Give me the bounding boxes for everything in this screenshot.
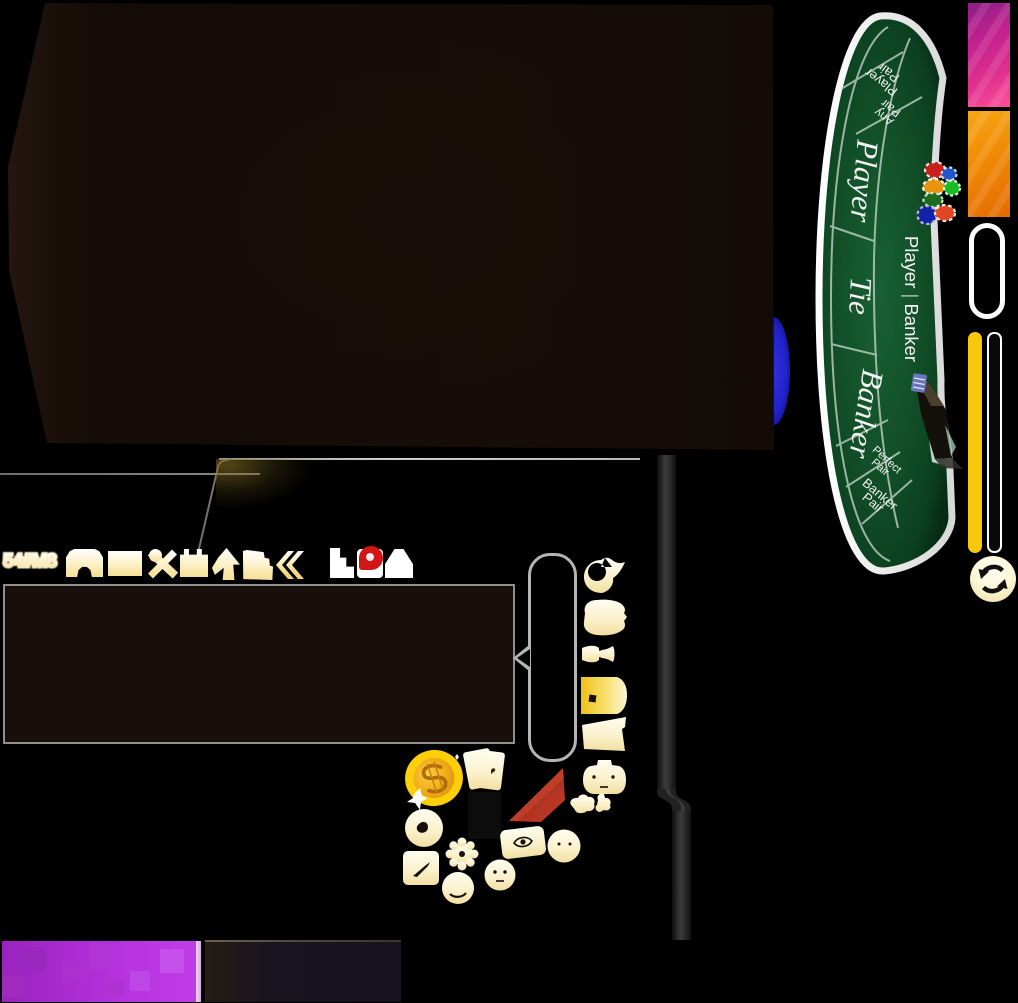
svg-text:Player | Banker: Player | Banker — [901, 236, 922, 362]
svg-text:Player: Player — [843, 137, 885, 224]
svg-text:Tie: Tie — [842, 276, 879, 316]
